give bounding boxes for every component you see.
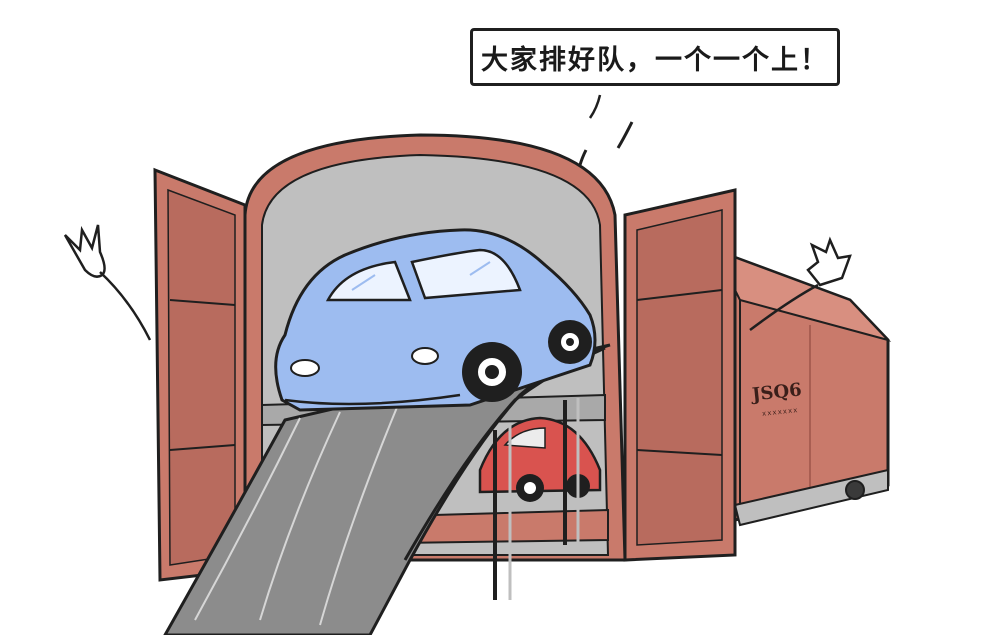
blue-car: [274, 228, 597, 412]
container-door-right: [623, 188, 737, 562]
sweat-drops-icon: [578, 94, 634, 166]
ramp-supports: [493, 398, 580, 600]
waving-hand-right-icon: [749, 236, 852, 332]
speech-bubble: 大家排好队，一个一个上！: [470, 28, 840, 86]
container-side: [712, 247, 892, 527]
waving-hand-left-icon: [63, 224, 152, 341]
speech-bubble-text: 大家排好队，一个一个上！: [481, 44, 829, 76]
